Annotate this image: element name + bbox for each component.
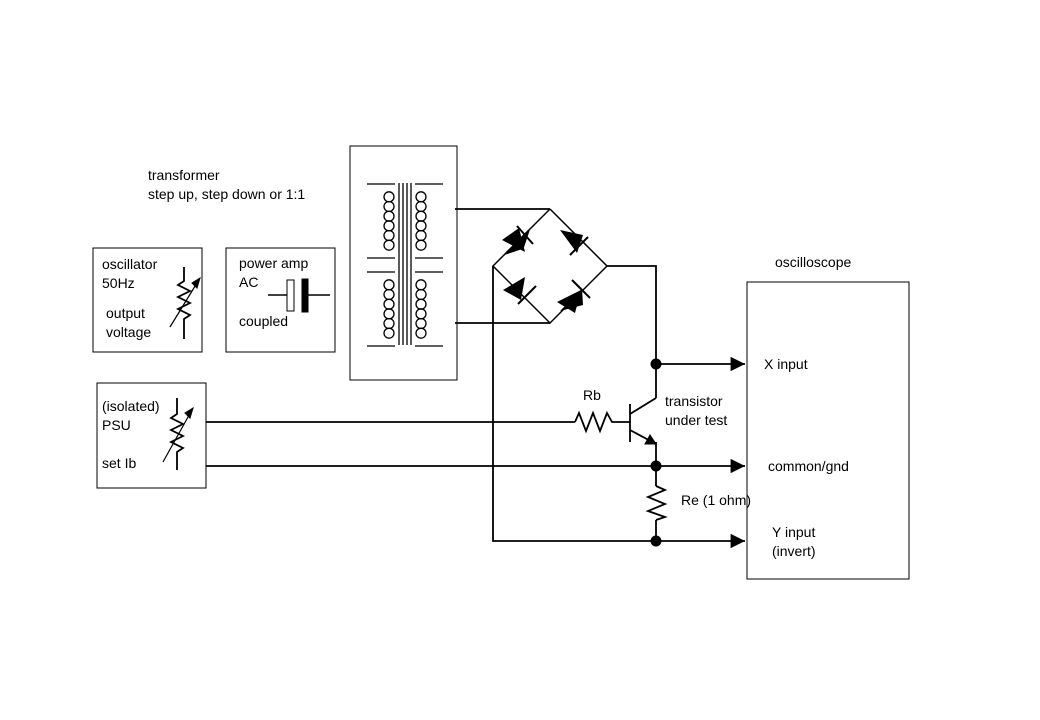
power-amp-label: power amp AC xyxy=(239,255,309,290)
coil-loop xyxy=(415,317,427,330)
psu-variable-resistor xyxy=(162,398,194,470)
oscillator-label: oscillator 50Hz xyxy=(102,256,158,291)
coil-loop xyxy=(415,308,427,320)
transistor-icon xyxy=(629,397,657,445)
psu-box xyxy=(96,382,207,489)
coil-loop xyxy=(383,298,395,310)
oscillator-output-label: output voltage xyxy=(106,305,152,340)
coil-loop xyxy=(415,327,427,339)
coil-loop xyxy=(415,229,427,242)
oscillator-box xyxy=(92,247,203,353)
transformer-box xyxy=(349,145,458,381)
psu-label: (isolated) PSU xyxy=(102,398,160,433)
coil-loop xyxy=(415,298,427,310)
psu-set-ib-label: set Ib xyxy=(102,455,137,471)
coil-loop xyxy=(383,191,395,203)
re-label: Re (1 ohm) xyxy=(681,492,752,508)
power-amp-box xyxy=(225,247,336,353)
coil-loop xyxy=(383,308,395,320)
coil-loop xyxy=(415,239,427,251)
rb-resistor xyxy=(574,410,630,434)
coil-loop xyxy=(383,220,395,232)
oscilloscope-label: oscilloscope xyxy=(775,254,852,270)
re-resistor xyxy=(645,485,668,521)
junction-dots xyxy=(650,358,662,547)
power-amp-coupled-label: coupled xyxy=(239,313,289,329)
transistor-label: transistor under test xyxy=(665,393,728,428)
coil-loop xyxy=(383,239,395,251)
coil-loop xyxy=(415,200,427,213)
scope-input-arrows xyxy=(656,356,745,549)
coil-loop xyxy=(383,200,395,213)
transformer-icon xyxy=(367,183,443,347)
coil-loop xyxy=(415,288,427,301)
coil-loop xyxy=(383,327,395,339)
coil-loop xyxy=(415,210,427,222)
coil-loop xyxy=(383,229,395,242)
rb-label: Rb xyxy=(583,387,601,403)
coil-loop xyxy=(415,191,427,203)
oscilloscope-box xyxy=(746,281,910,580)
common-gnd-label: common/gnd xyxy=(768,458,849,474)
transformer-label: transformer step up, step down or 1:1 xyxy=(148,167,306,202)
oscillator-variable-resistor xyxy=(169,267,201,339)
coil-loop xyxy=(383,279,395,291)
coil-loop xyxy=(415,220,427,232)
coil-loop xyxy=(415,279,427,291)
coil-loop xyxy=(383,210,395,222)
diode-bridge xyxy=(491,208,609,325)
coil-loop xyxy=(383,288,395,301)
y-input-label: Y input (invert) xyxy=(772,524,816,559)
x-input-label: X input xyxy=(764,356,808,372)
coil-loop xyxy=(383,317,395,330)
capacitor-icon xyxy=(268,278,330,313)
